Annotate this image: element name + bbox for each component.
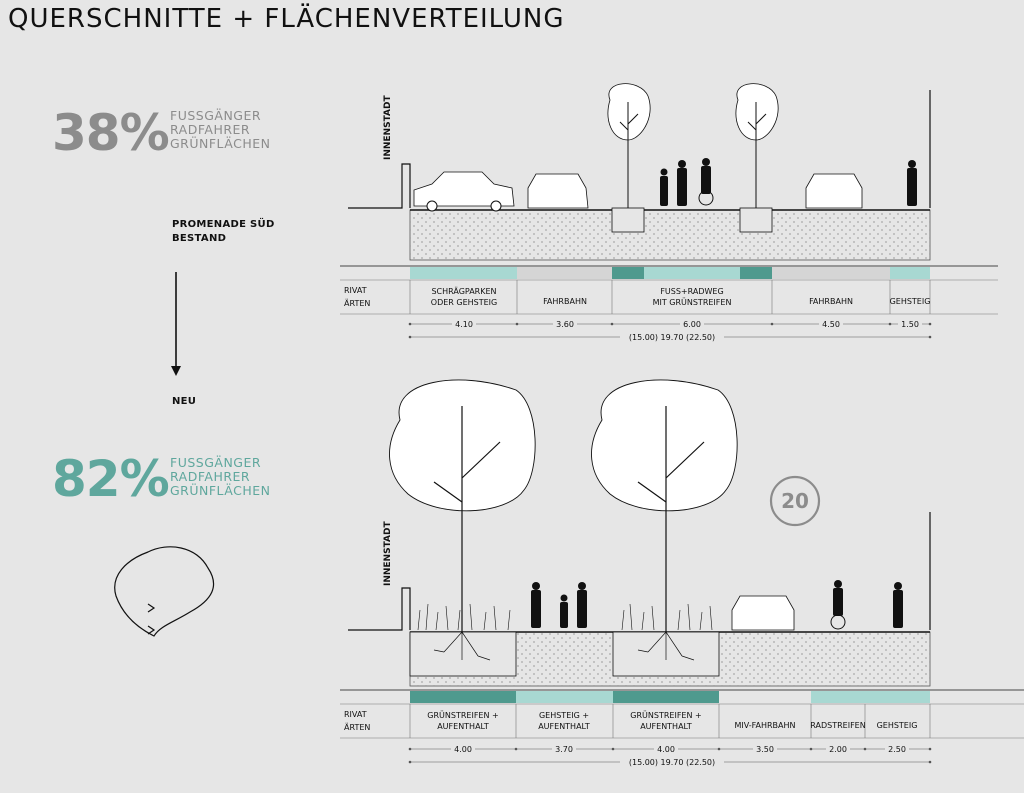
zone-label: SCHRÄGPARKEN [431,286,496,296]
dimension-label: 3.60 [556,320,574,329]
zone-label: AUFENTHALT [640,722,692,731]
dimension-label: 3.50 [756,745,774,754]
zone-label: AUFENTHALT [538,722,590,731]
dimension-label: 2.00 [829,745,847,754]
tree-icon [735,83,779,208]
after-category: FUSSGÄNGER [170,455,262,470]
page-number-badge: 20 [769,475,821,527]
left-label: ÄRTEN [344,298,370,308]
tree-icon [607,83,651,208]
before-categories: FUSSGÄNGER RADFAHRER GRÜNFLÄCHEN [170,109,271,151]
zone-label: RADSTREIFEN [810,721,865,730]
zone-label: FUSS+RADWEG [660,287,723,296]
car-icon [731,595,795,631]
zone-label: GEHSTEIG [877,721,918,730]
left-label: ÄRTEN [344,722,370,732]
zone-label: GEHSTEIG [890,297,931,306]
dimension-label: 3.70 [555,745,573,754]
side-label-innenstadt: INNENSTADT [383,95,393,160]
dimension-label: 1.50 [901,320,919,329]
after-label: NEU [172,396,197,407]
zone-label: AUFENTHALT [437,722,489,731]
zone-label: GRÜNSTREIFEN + [427,710,498,720]
zone-label: FAHRBAHN [543,297,587,306]
before-category: GRÜNFLÄCHEN [170,136,271,151]
before-label: PROMENADE SÜD BESTAND [172,218,275,246]
left-label: RIVAT [344,710,367,719]
tree-icon [389,379,536,632]
page-title: QUERSCHNITTE + FLÄCHENVERTEILUNG [8,4,565,34]
badge-number: 20 [781,489,809,513]
left-label: RIVAT [344,286,367,295]
down-arrow-icon [171,272,181,376]
tree-planter [739,207,773,233]
dimension-label: 4.10 [455,320,473,329]
car-icon [805,173,863,209]
pedestrians-icon [531,580,903,630]
before-category: RADFAHRER [170,122,251,137]
dimension-label: 4.00 [454,745,472,754]
sketch-loop-icon [114,546,214,637]
after-categories: FUSSGÄNGER RADFAHRER GRÜNFLÄCHEN [170,456,271,498]
total-dimension: (15.00) 19.70 (22.50) [629,333,715,342]
dimension-label: 6.00 [683,320,701,329]
dimension-label: 4.00 [657,745,675,754]
after-percent: 82% [52,450,170,508]
side-label-innenstadt: INNENSTADT [383,521,393,586]
zone-label: MIV-FAHRBAHN [734,721,795,730]
tree-planter [409,631,517,677]
zone-label: ODER GEHSTEIG [431,298,497,307]
tree-icon [591,379,738,632]
after-category: RADFAHRER [170,469,251,484]
zone-label: GRÜNSTREIFEN + [630,710,701,720]
before-label-line1: PROMENADE SÜD [172,219,275,230]
before-label-line2: BESTAND [172,233,227,244]
before-percent: 38% [52,104,170,162]
section-after: INNENSTADT [340,379,1024,767]
section-before: INNENSTADT [340,83,998,342]
car-icon [413,171,515,212]
zone-label: GEHSTEIG + [539,711,589,720]
dimension-label: 4.50 [822,320,840,329]
zone-label: FAHRBAHN [809,297,853,306]
pedestrians-icon [660,158,917,206]
car-icon [527,173,589,209]
tree-planter [611,207,645,233]
before-category: FUSSGÄNGER [170,108,262,123]
after-category: GRÜNFLÄCHEN [170,483,271,498]
total-dimension: (15.00) 19.70 (22.50) [629,758,715,767]
dimension-label: 2.50 [888,745,906,754]
zone-label: MIT GRÜNSTREIFEN [653,297,732,307]
